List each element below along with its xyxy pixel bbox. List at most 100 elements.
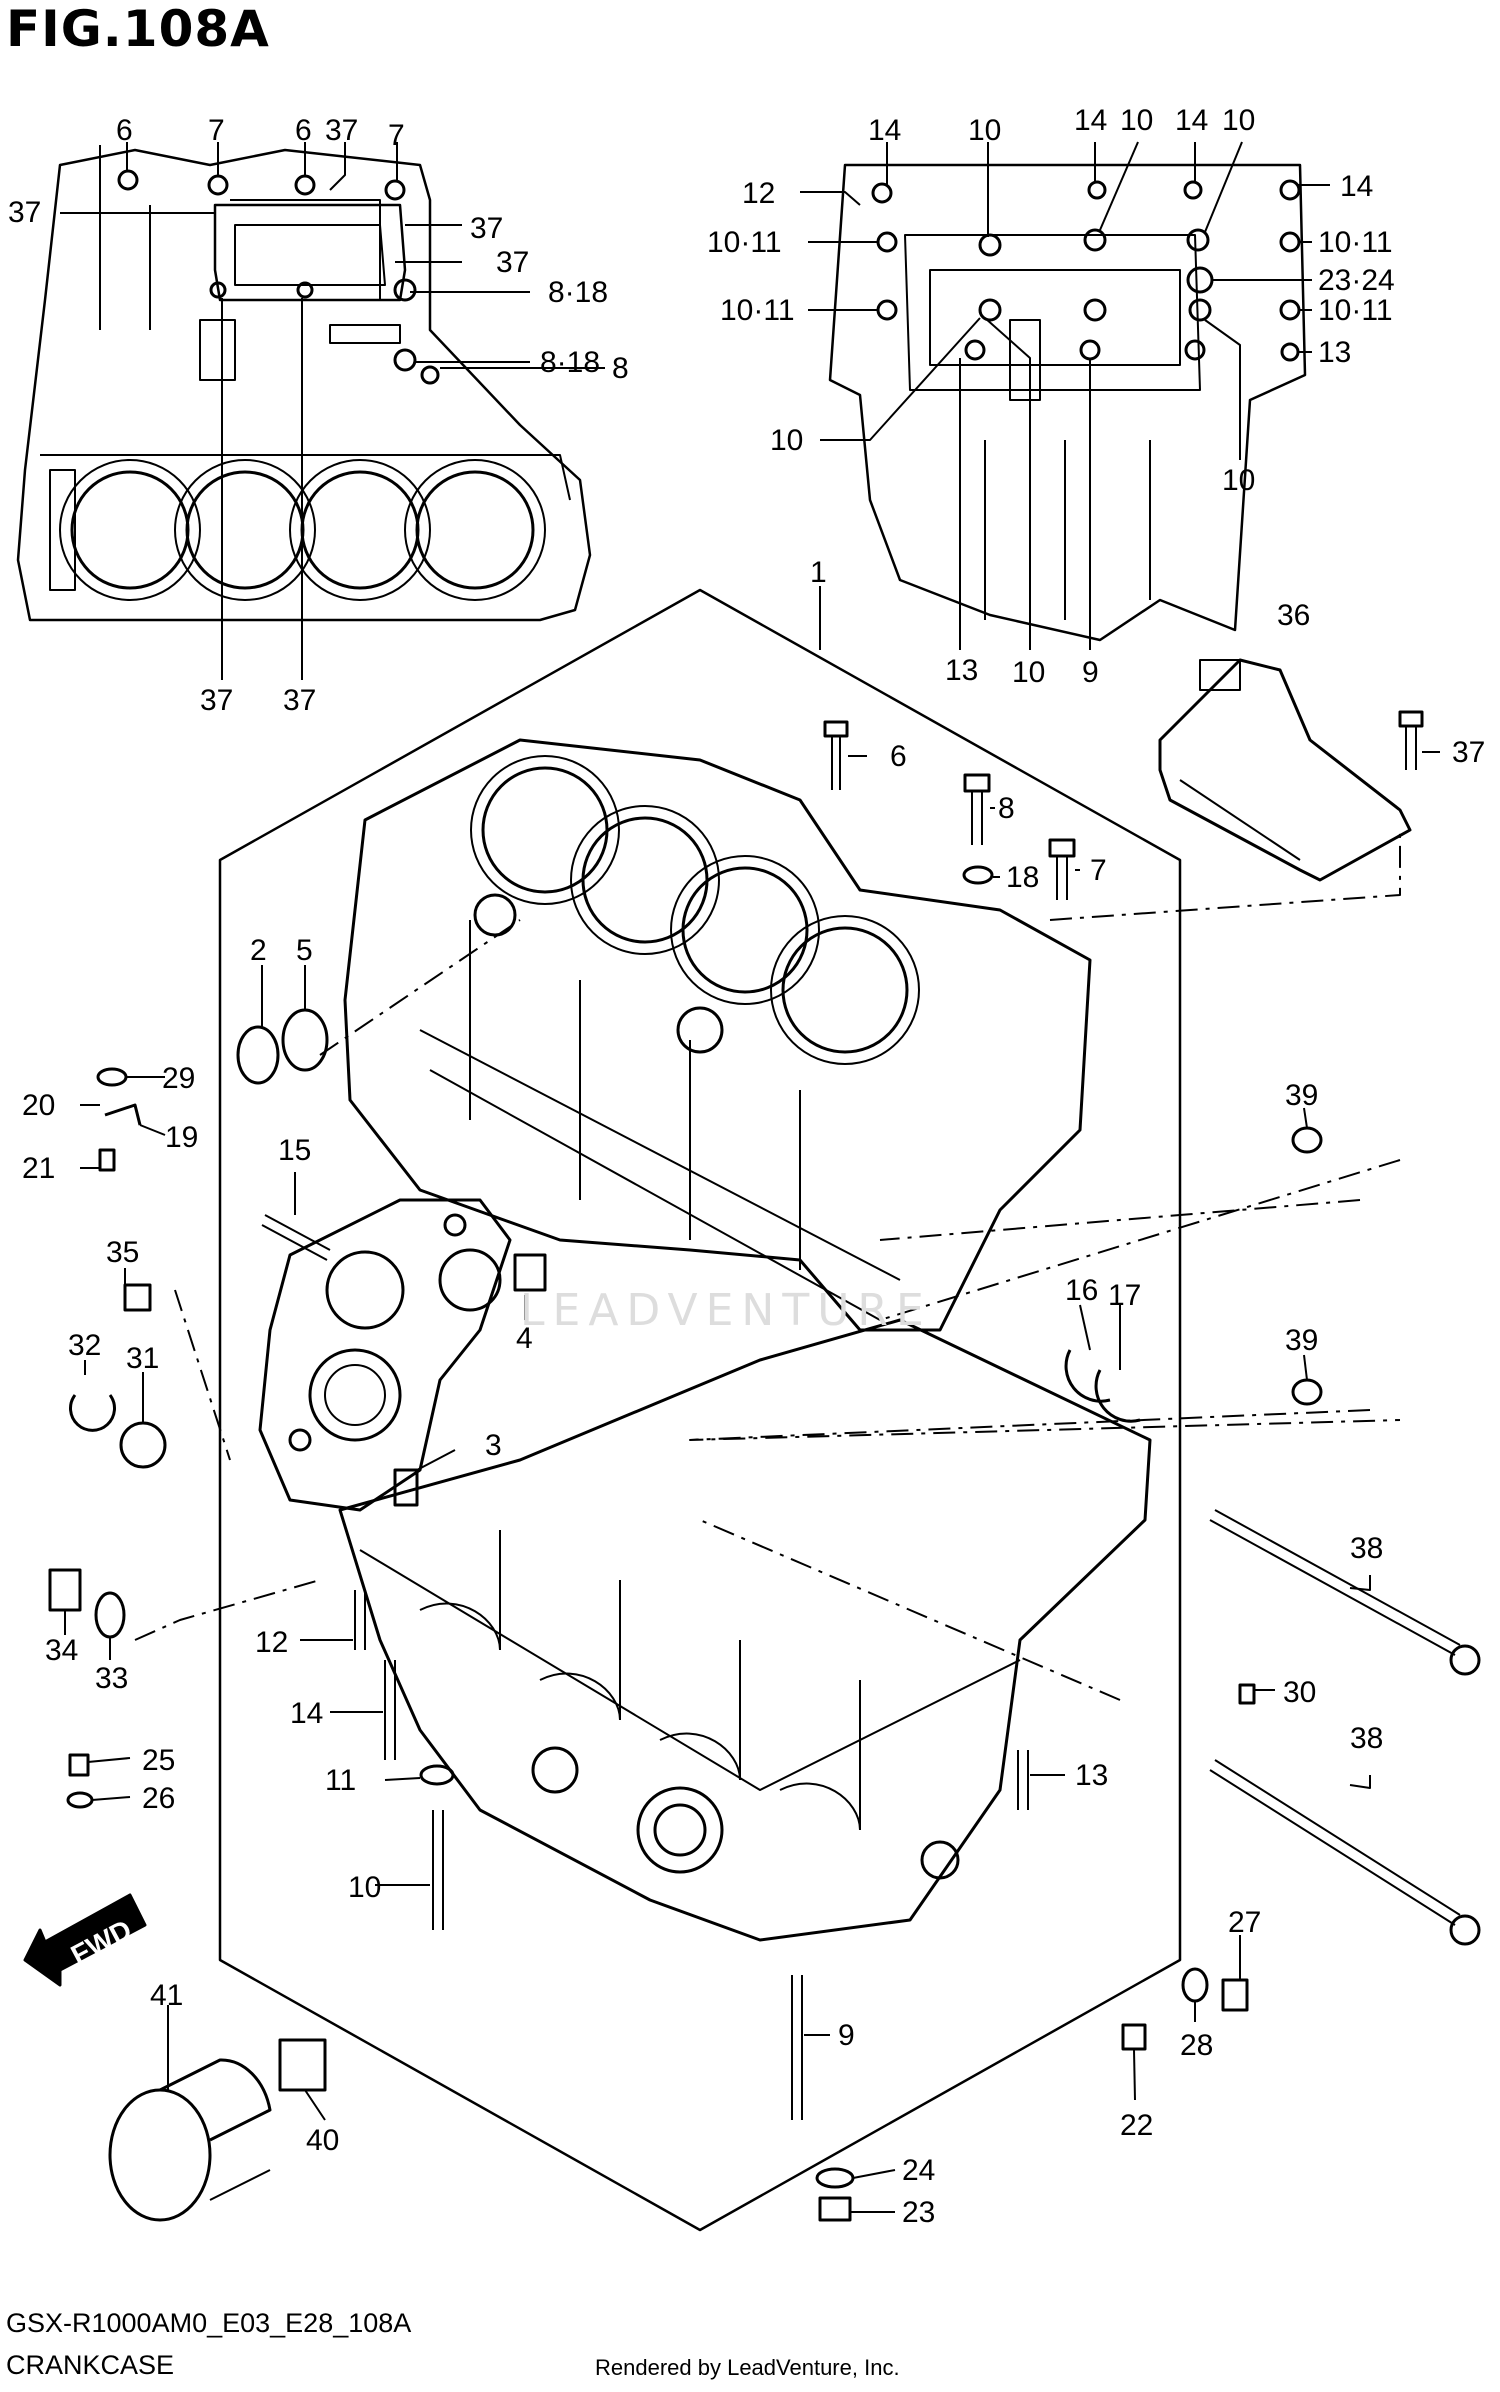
callout-label: 13 (945, 654, 978, 687)
washer-29 (96, 1067, 128, 1087)
callout-label: 10 (1222, 464, 1255, 497)
bearing-16 (1064, 1349, 1111, 1403)
dowel-35 (123, 1283, 152, 1312)
callout-label: 11 (325, 1764, 356, 1797)
bolt-30 (1238, 1683, 1256, 1705)
callout-label: 27 (1228, 1906, 1261, 1939)
callout-label: 1 (810, 556, 827, 589)
callout-label: 14 (1074, 104, 1107, 137)
plug-23 (818, 2196, 852, 2222)
callout-label: 10 (1012, 656, 1045, 689)
callout-label: 8 (612, 352, 629, 385)
callout-label: 37 (325, 114, 358, 147)
callout-label: 5 (296, 934, 313, 967)
callout-label: 3 (485, 1429, 502, 1462)
callout-label: 14 (1340, 170, 1373, 203)
inset-upper-crankcase (16, 145, 592, 622)
upper-crankcase (343, 738, 1092, 1332)
callout-label: 40 (306, 2124, 339, 2157)
callout-label: 25 (142, 1744, 175, 1777)
callout-label: 8 (998, 792, 1015, 825)
callout-label: 23·24 (1318, 264, 1395, 297)
callout-label: 6 (295, 114, 312, 147)
bolt-10 (432, 1810, 444, 1930)
callout-label: 10·11 (1318, 294, 1393, 327)
inset-lower-crankcase (828, 163, 1307, 642)
bearing-17 (1094, 1369, 1141, 1423)
cover-36 (1158, 658, 1412, 882)
callout-label: 33 (95, 1662, 128, 1695)
callout-label: 7 (388, 119, 405, 152)
callout-label: 22 (1120, 2109, 1153, 2142)
callout-label: 10 (348, 1871, 381, 1904)
callout-label: 37 (283, 684, 316, 717)
callout-label: 41 (150, 1979, 183, 2012)
callout-label: 9 (1082, 656, 1099, 689)
callout-label: 23 (902, 2196, 935, 2229)
callout-label: 17 (1108, 1279, 1141, 1312)
plug-34 (48, 1568, 82, 1612)
front-cover (258, 1198, 512, 1512)
figure-code: GSX-R1000AM0_E03_E28_108A (6, 2308, 412, 2338)
callout-label: 8·18 (540, 346, 600, 379)
callout-label: 28 (1180, 2029, 1213, 2062)
callout-label: 29 (162, 1062, 195, 1095)
jet-19 (104, 1103, 142, 1126)
bolt-15 (261, 1214, 331, 1261)
callout-label: 9 (838, 2019, 855, 2052)
callout-label: 12 (255, 1626, 288, 1659)
callout-label: 4 (516, 1322, 533, 1355)
callout-label: 34 (45, 1634, 78, 1667)
callout-label: 6 (890, 740, 907, 773)
bolt-37 (1398, 710, 1424, 770)
bolt-12 (354, 1590, 366, 1650)
part-22 (1121, 2023, 1147, 2051)
callout-label: 12 (742, 177, 775, 210)
callout-label: 16 (1065, 1274, 1098, 1307)
callout-label: 18 (1006, 861, 1039, 894)
bolt-8 (962, 773, 994, 885)
callout-label: 21 (22, 1152, 55, 1185)
rendered-by: Rendered by LeadVenture, Inc. (595, 2355, 900, 2380)
callout-label: 37 (1452, 736, 1485, 769)
bolt-6 (823, 720, 849, 790)
callout-label: 14 (868, 114, 901, 147)
callout-label: 36 (1277, 599, 1310, 632)
callout-label: 15 (278, 1134, 311, 1167)
callout-label: 39 (1285, 1324, 1318, 1357)
fwd-arrow (23, 1893, 147, 1987)
bolt-13 (1017, 1750, 1029, 1810)
callout-label: 37 (200, 684, 233, 717)
bolt-38-b (1209, 1759, 1461, 1926)
callout-label: 7 (208, 114, 225, 147)
figure-title: FIG.108A (6, 0, 270, 58)
callout-label: 10 (968, 114, 1001, 147)
washer-24 (815, 2167, 855, 2189)
oil-filter-41 (108, 2058, 272, 2222)
bolt-14 (384, 1660, 396, 1760)
callout-label: 10·11 (707, 226, 782, 259)
callout-label: 14 (1175, 104, 1208, 137)
callout-label: 30 (1283, 1676, 1316, 1709)
callout-label: 39 (1285, 1079, 1318, 1112)
bolt-9 (791, 1975, 803, 2120)
callout-label: 26 (142, 1782, 175, 1815)
callout-label: 35 (106, 1236, 139, 1269)
frame-outline (218, 588, 1182, 2232)
part-31 (119, 1421, 167, 1469)
callout-label: 10·11 (1318, 226, 1393, 259)
callout-label: 10·11 (720, 294, 795, 327)
callout-label: 13 (1318, 336, 1351, 369)
plug-2 (236, 1025, 280, 1085)
figure-name: CRANKCASE (6, 2350, 175, 2380)
bolt-38-a (1209, 1509, 1461, 1656)
watermark: LEADVENTURE (520, 1285, 932, 1336)
callout-label: 37 (8, 196, 41, 229)
dowel-3 (393, 1468, 419, 1507)
callout-label: 8·18 (548, 276, 608, 309)
bolt-21 (98, 1148, 116, 1172)
callout-label: 10 (1222, 104, 1255, 137)
callout-label: 14 (290, 1697, 323, 1730)
washer-11 (419, 1764, 455, 1786)
dowel-4 (513, 1253, 547, 1292)
